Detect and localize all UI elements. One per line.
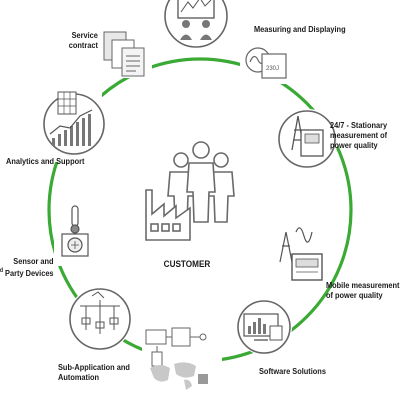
factory-icon bbox=[145, 189, 191, 241]
node-label-software-solutions: Software Solutions bbox=[259, 366, 326, 376]
measuring-display-icon: 230J bbox=[245, 47, 287, 79]
node-label-stationary-measurement: 24/7 - Stationary measurement of power q… bbox=[330, 120, 388, 150]
node-label-measuring-displaying: Measuring and Displaying bbox=[254, 24, 346, 34]
people-display-icon bbox=[164, 0, 228, 48]
mobile-meter-icon bbox=[279, 227, 323, 281]
sensor-label-line1: Sensor and bbox=[13, 256, 54, 266]
power-tower-meter-icon bbox=[278, 110, 336, 168]
bar-chart-icon bbox=[43, 91, 105, 155]
node-label-service-contract: Service contract bbox=[68, 30, 98, 50]
node-label-sensor-devices: Sensor and 3rd Party Devices bbox=[0, 256, 54, 278]
customer-group-icon bbox=[167, 141, 235, 223]
thermometer-sensor-icon bbox=[61, 205, 89, 257]
center-customer-label: CUSTOMER bbox=[163, 259, 211, 270]
world-map-icon bbox=[150, 362, 208, 390]
document-stack-icon bbox=[103, 31, 145, 77]
svg-text:230J: 230J bbox=[266, 66, 279, 72]
sensor-label-sup: rd bbox=[0, 268, 4, 274]
automation-schematic-icon bbox=[69, 288, 131, 350]
computer-monitor-icon bbox=[237, 300, 291, 354]
node-label-mobile-measurement: Mobile measurement of power quality bbox=[326, 280, 400, 300]
network-devices-icon bbox=[145, 327, 207, 367]
node-label-sub-application: Sub-Application and Automation bbox=[58, 362, 130, 382]
node-label-analytics-support: Analytics and Support bbox=[6, 156, 85, 166]
sensor-label-line2: 3rd Party Devices bbox=[0, 266, 54, 278]
sensor-label-post: Party Devices bbox=[3, 267, 54, 278]
